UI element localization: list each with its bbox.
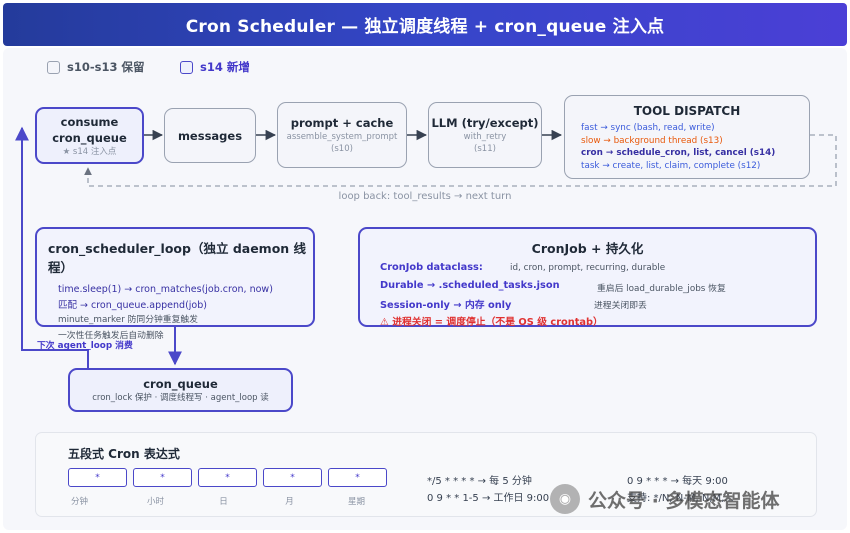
node-title: TOOL DISPATCH [633,104,741,118]
tool-dispatch-node: TOOL DISPATCH fast → sync (bash, read, w… [564,95,810,179]
panel-title: cron_scheduler_loop（独立 daemon 线程） [48,241,307,275]
loop-back-label: loop back: tool_results → next turn [338,191,512,202]
cronjob-key: CronJob dataclass: [380,262,483,273]
node-title: cron_queue [143,377,218,391]
dispatch-line: cron → schedule_cron, list, cancel (s14) [581,148,776,158]
panel-title: 五段式 Cron 表达式 [68,447,180,461]
cron-field-day: * [198,468,257,487]
scheduler-line: minute_marker 防同分钟重复触发 [58,315,198,325]
node-subtitle: assemble_system_prompt [286,132,398,142]
dispatch-line: task → create, list, claim, complete (s1… [581,160,761,171]
cron-field-weekday: * [328,468,387,487]
legend-item-new: s14 新增 [180,59,250,75]
cron-field-label: 月 [285,497,294,507]
node-subtitle: cron_lock 保护 · 调度线程写 · agent_loop 读 [92,393,269,403]
legend-label: s10-s13 保留 [67,60,145,74]
scheduler-loop-panel: cron_scheduler_loop（独立 daemon 线程） time.s… [35,227,315,341]
arrow-queue-to-consume [15,126,89,368]
llm-node: LLM (try/except) with_retry (s11) [428,102,542,168]
node-title: consume [60,114,119,129]
watermark-text: 公众号 · 多模态智能体 [588,489,780,512]
cron-field-month: * [263,468,322,487]
consume-cron-queue-node: consume cron_queue ★ s14 注入点 [35,107,144,164]
node-tag: (s11) [474,144,496,154]
node-subtitle: with_retry [463,132,507,142]
legend-label: s14 新增 [200,60,250,74]
cron-example: 支持: */N, N-M, N,M,... [627,493,734,504]
warning-text: ⚠ 进程关闭 = 调度停止（不是 OS 级 crontab） [380,317,603,328]
cron-queue-node: cron_queue cron_lock 保护 · 调度线程写 · agent_… [68,368,293,412]
prompt-cache-node: prompt + cache assemble_system_prompt (s… [277,102,407,168]
node-note: ★ s14 注入点 [62,146,117,157]
arrow-label-next-loop: 下次 agent_loop 消费 [37,341,133,351]
panel-title: CronJob + 持久化 [531,241,644,256]
cron-example: 0 9 * * 1-5 → 工作日 9:00 [427,493,550,504]
node-title: cron_queue [52,130,127,145]
cron-field-label: 小时 [146,497,164,507]
cron-field-hour: * [133,468,192,487]
cronjob-key: Session-only → 内存 only [380,300,512,311]
node-title: prompt + cache [290,116,394,130]
dispatch-line: fast → sync (bash, read, write) [581,123,715,133]
cron-field-minute: * [68,468,127,487]
node-tag: (s10) [331,144,353,154]
cron-example: */5 * * * * → 每 5 分钟 [427,476,532,487]
cronjob-value: 进程关闭即丢 [594,301,647,311]
cronjob-value: 重启后 load_durable_jobs 恢复 [597,284,726,294]
node-title: messages [177,128,243,143]
cronjob-persistence-panel: CronJob + 持久化 CronJob dataclass: id, cro… [358,227,817,328]
scheduler-line: 匹配 → cron_queue.append(job) [58,299,207,311]
legend-swatch-gray [47,60,60,74]
messages-node: messages [164,108,256,163]
dispatch-line: slow → background thread (s13) [581,135,723,146]
title-bar: Cron Scheduler — 独立调度线程 + cron_queue 注入点 [3,3,847,46]
cron-example: 0 9 * * * → 每天 9:00 [627,476,728,487]
cron-field-label: 分钟 [70,497,88,507]
loop-back-line [84,134,837,187]
node-title: LLM (try/except) [431,116,539,130]
cron-field-label: 日 [219,497,228,507]
cronjob-key: Durable → .scheduled_tasks.json [380,280,560,291]
wechat-logo-icon: ◉ [550,484,580,514]
legend-swatch-blue [180,60,193,74]
watermark: ◉ 公众号 · 多模态智能体 [550,481,830,517]
scheduler-line: 一次性任务触发后自动删除 [58,330,164,341]
cronjob-value: id, cron, prompt, recurring, durable [510,263,666,273]
scheduler-line: time.sleep(1) → cron_matches(job.cron, n… [58,284,273,295]
cron-field-label: 星期 [347,497,365,507]
legend-item-retained: s10-s13 保留 [47,59,144,75]
page-title: Cron Scheduler — 独立调度线程 + cron_queue 注入点 [185,17,665,37]
